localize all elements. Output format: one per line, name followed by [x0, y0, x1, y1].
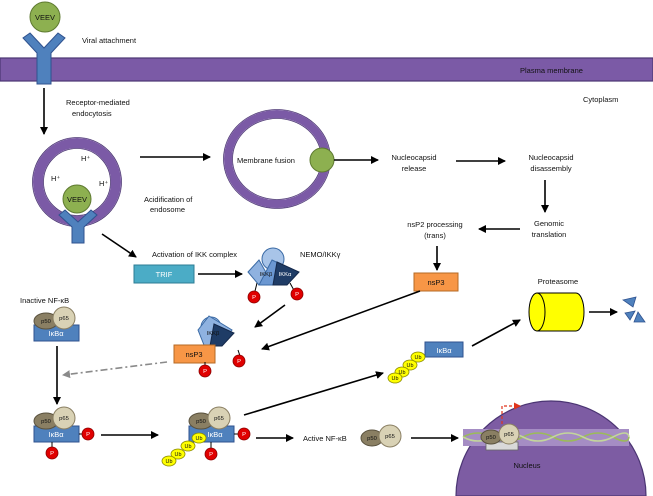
trif-label: TRIF: [156, 270, 173, 279]
nsp3-label-mid: nsP3: [185, 350, 202, 359]
activation-ikk-label: Activation of IKK complex: [152, 250, 237, 259]
receptor-top: [22, 32, 66, 85]
trif-box: [133, 264, 195, 284]
receptor-endosome: [58, 209, 98, 244]
nucleocapsid-disassembly-label-1: Nucleocapsid: [528, 153, 573, 162]
phospho-nfkb-complex: [33, 406, 95, 460]
genomic-translation-label-1: Genomic: [534, 219, 564, 228]
h-plus-1: H⁺: [81, 154, 90, 163]
ubiquitinated-nfkb-complex: [161, 406, 251, 467]
p-label-ub-1: P: [242, 432, 246, 438]
active-nfkb-label: Active NF-κB: [303, 434, 347, 443]
h-plus-2: H⁺: [51, 174, 60, 183]
p50-label-active: p50: [367, 436, 377, 442]
cytoplasm-label: Cytoplasm: [583, 95, 618, 104]
inactive-nfkb-label: Inactive NF-κB: [20, 296, 69, 305]
p65-label-nuclear: p65: [504, 432, 514, 438]
transcription-arrow: [501, 402, 521, 424]
degraded-fragments: [622, 296, 646, 323]
arrow-ub-to-ikba: [243, 371, 384, 416]
p-label-phospho-1: P: [86, 432, 90, 438]
p65-label-active: p65: [385, 434, 395, 440]
ikk-nsp3-complex: [173, 315, 246, 378]
p50-label-inactive: p50: [41, 319, 51, 325]
p50-label-ub: p50: [196, 419, 206, 425]
nsp2-processing-label-2: (trans): [424, 231, 446, 240]
ikkb-label-mid: IKKβ: [207, 331, 220, 337]
ub-label-free-2: Ub: [407, 363, 414, 369]
ub-label-free-1: Ub: [415, 355, 422, 361]
acidification-label-1: Acidification of: [144, 195, 193, 204]
ikba-label-ub: IκBα: [207, 430, 223, 439]
inactive-nfkb-complex: [33, 306, 80, 342]
p-label-mid-2: P: [237, 359, 241, 365]
endosome-inner-edge: [43, 148, 111, 216]
ikba-label-free: IκBα: [436, 346, 452, 355]
nsp3-label-top: nsP3: [427, 278, 444, 287]
ikk-complex-top: [247, 247, 304, 304]
ikba-label-inactive: IκBα: [48, 329, 64, 338]
arrow-ikk-to-complex: [254, 304, 286, 328]
acidification-label-2: endosome: [150, 205, 185, 214]
p-label-mid-1: P: [203, 369, 207, 375]
ub-label-1: Ub: [196, 436, 203, 442]
ub-label-free-4: Ub: [392, 376, 399, 382]
p65-label-inactive: p65: [59, 316, 69, 322]
dashed-arrow-to-nfkb: [62, 361, 168, 379]
nucleocapsid-release-label-2: release: [402, 164, 427, 173]
arrow-nsp3-to-complex: [261, 290, 421, 351]
p65-label-phospho: p65: [59, 416, 69, 422]
veev-label-top: VEEV: [35, 13, 55, 22]
p65-label-ub: p65: [214, 416, 224, 422]
viral-attachment-label: Viral attachment: [82, 36, 137, 45]
arrow-endosome-to-ikk: [101, 233, 137, 258]
p-label-phospho-2: P: [50, 451, 54, 457]
veev-virus-endosome: [62, 184, 92, 214]
p50-label-phospho: p50: [41, 419, 51, 425]
nucleus-label: Nucleus: [513, 461, 540, 470]
ub-label-free-3: Ub: [399, 370, 406, 376]
dna-binding-site: [485, 441, 519, 451]
active-nfkb-dimer: [360, 424, 402, 448]
plasma-membrane: [0, 57, 653, 82]
arrow-to-proteasome: [471, 319, 521, 347]
ikka-label-top: IKKα: [279, 272, 292, 278]
ub-label-2: Ub: [185, 444, 192, 450]
ub-label-3: Ub: [175, 452, 182, 458]
plasma-membrane-label: Plasma membrane: [520, 66, 583, 75]
ikba-label-phospho: IκBα: [48, 430, 64, 439]
membrane-fusion-label: Membrane fusion: [237, 156, 295, 165]
proteasome-label: Proteasome: [538, 277, 578, 286]
rme-label-1: Receptor-mediated: [66, 98, 130, 107]
veev-label-endosome: VEEV: [67, 195, 87, 204]
nucleus: [455, 400, 647, 496]
p50-label-nuclear: p50: [486, 435, 496, 441]
h-plus-3: H⁺: [99, 179, 108, 188]
nucleocapsid: [309, 147, 335, 173]
ikkb-label-top: IKKβ: [260, 272, 273, 278]
nsp2-processing-label-1: nsP2 processing: [407, 220, 462, 229]
nemo-label: NEMO/IKKγ: [300, 250, 341, 259]
rme-label-2: endocytosis: [72, 109, 112, 118]
p-label-ikk-top-2: P: [295, 292, 299, 298]
proteasome: [528, 292, 585, 332]
p-label-ub-2: P: [209, 452, 213, 458]
nucleocapsid-release-label-1: Nucleocapsid: [391, 153, 436, 162]
nucleocapsid-disassembly-label-2: disassembly: [530, 164, 572, 173]
nsp3-box-top: [413, 272, 459, 292]
p-label-ikk-top-1: P: [252, 295, 256, 301]
free-ikba-ub: [387, 341, 464, 384]
ub-label-4: Ub: [166, 459, 173, 465]
veev-virus-top: [29, 1, 61, 33]
genomic-translation-label-2: translation: [532, 230, 567, 239]
nuclear-nfkb-dimer: [480, 423, 520, 445]
